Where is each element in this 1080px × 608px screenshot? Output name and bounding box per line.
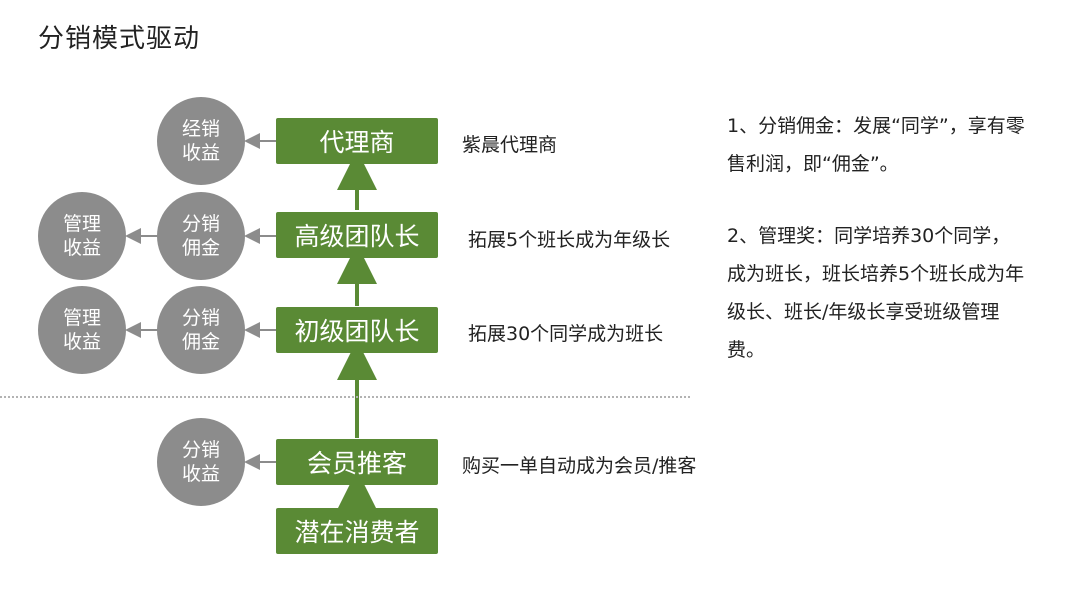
benefit-line-1: 分销 bbox=[181, 307, 220, 329]
level-box-member-promoter: 会员推客 bbox=[276, 439, 438, 485]
note-distribution-commission: 1、分销佣金：发展“同学”，享有零售利润，即“佣金”。 bbox=[727, 115, 1025, 175]
benefit-circle-senior-distribution: 分销 佣金 bbox=[157, 192, 245, 280]
level-description-member-promoter: 购买一单自动成为会员/推客 bbox=[462, 455, 697, 477]
benefit-line-1: 管理 bbox=[62, 307, 101, 329]
section-divider bbox=[0, 396, 690, 398]
note-management-bonus: 2、管理奖：同学培养30个同学，成为班长，班长培养5个班长成为年级长、班长/年级… bbox=[727, 225, 1025, 361]
benefit-line-2: 收益 bbox=[181, 463, 220, 485]
level-description-junior-team-leader: 拓展30个同学成为班长 bbox=[468, 323, 664, 345]
benefit-line-2: 收益 bbox=[62, 237, 101, 259]
benefit-line-2: 收益 bbox=[62, 331, 101, 353]
benefit-line-2: 收益 bbox=[181, 142, 220, 164]
benefit-line-1: 分销 bbox=[181, 439, 220, 461]
benefit-line-1: 分销 bbox=[181, 213, 220, 235]
level-box-agent: 代理商 bbox=[276, 118, 438, 164]
benefit-line-1: 经销 bbox=[181, 118, 220, 140]
benefit-line-2: 佣金 bbox=[181, 331, 220, 353]
benefit-circle-member: 分销 收益 bbox=[157, 418, 245, 506]
benefit-line-1: 管理 bbox=[62, 213, 101, 235]
level-box-junior-team-leader: 初级团队长 bbox=[276, 307, 438, 353]
level-description-agent: 紫晨代理商 bbox=[462, 134, 558, 156]
benefit-circle-agent: 经销 收益 bbox=[157, 97, 245, 185]
level-box-senior-team-leader: 高级团队长 bbox=[276, 212, 438, 258]
page-title: 分销模式驱动 bbox=[38, 24, 201, 54]
benefit-circle-junior-distribution: 分销 佣金 bbox=[157, 286, 245, 374]
level-description-senior-team-leader: 拓展5个班长成为年级长 bbox=[468, 229, 671, 251]
benefit-circle-senior-management: 管理 收益 bbox=[38, 192, 126, 280]
benefit-circle-junior-management: 管理 收益 bbox=[38, 286, 126, 374]
level-box-potential-consumer: 潜在消费者 bbox=[276, 508, 438, 554]
benefit-line-2: 佣金 bbox=[181, 237, 220, 259]
